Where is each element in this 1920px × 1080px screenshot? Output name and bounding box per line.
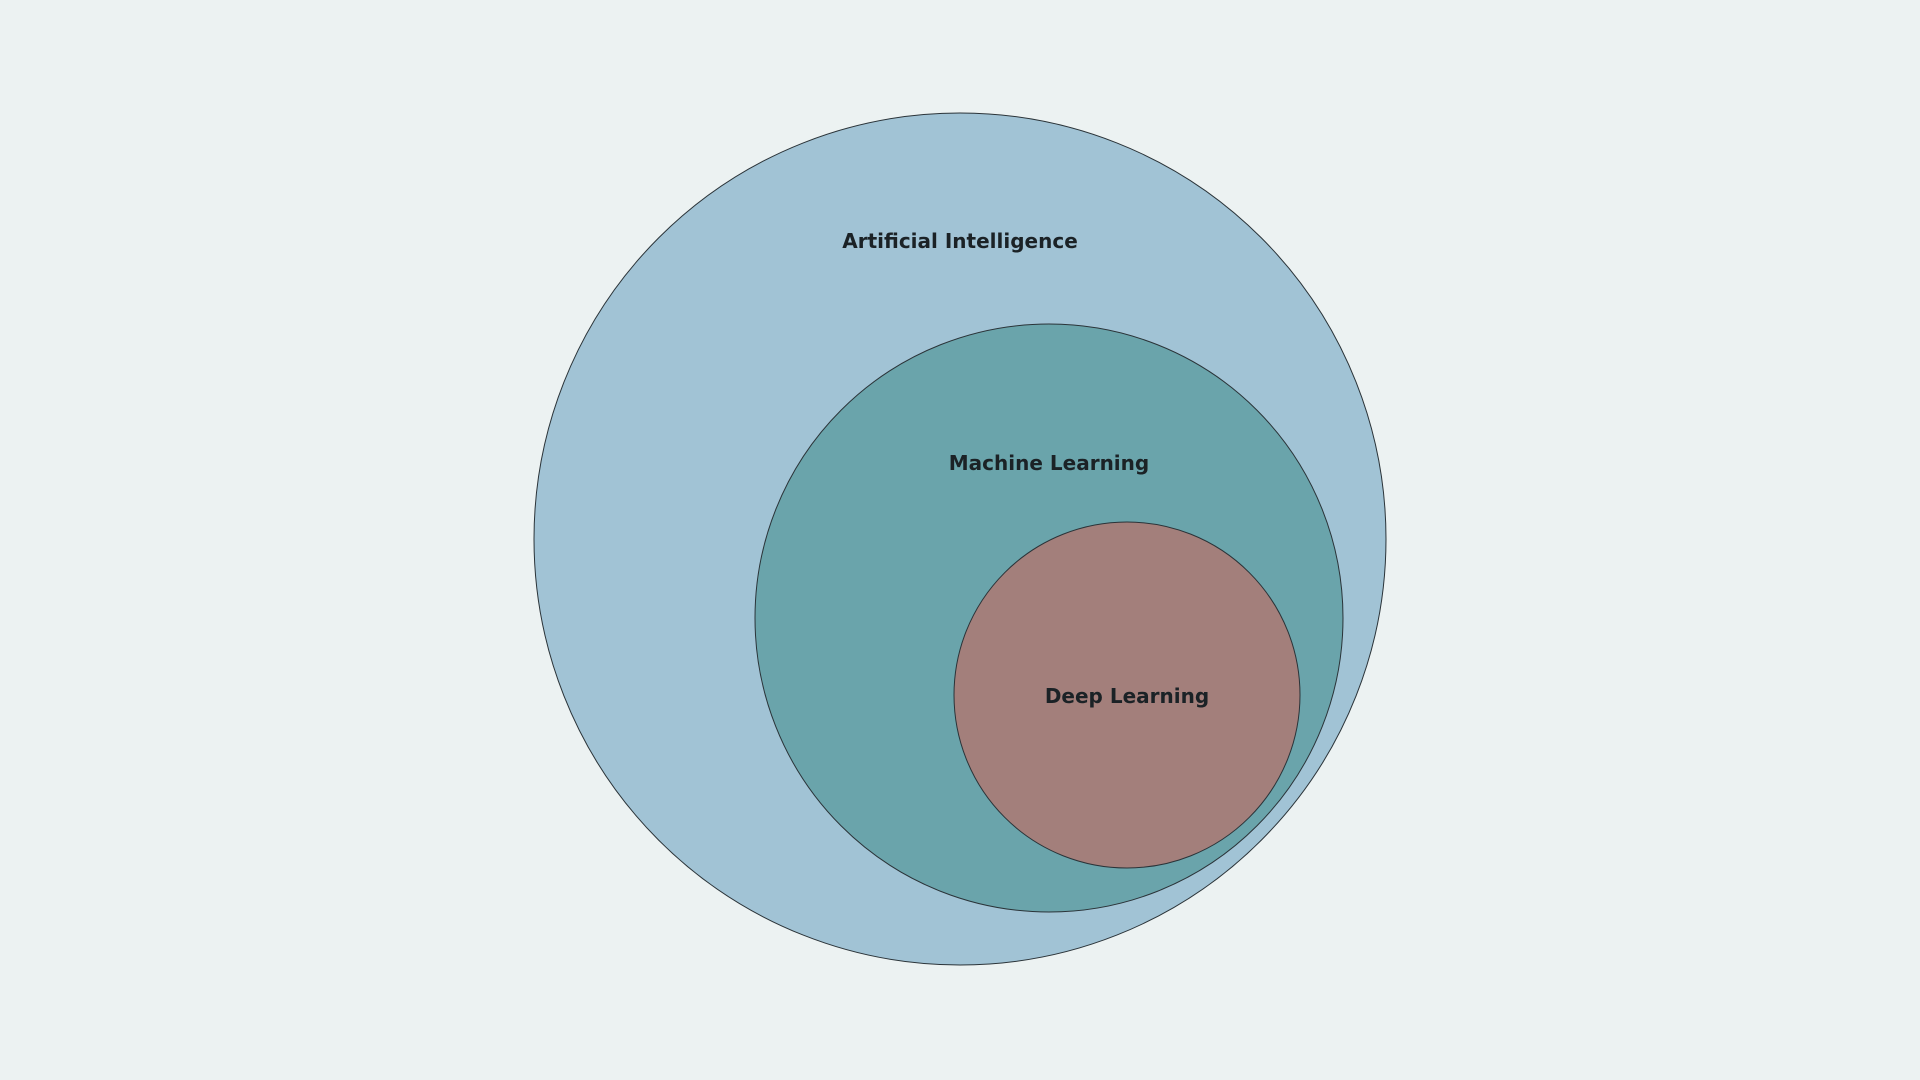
artificial-intelligence-label: Artificial Intelligence	[842, 229, 1078, 253]
deep-learning-circle	[953, 521, 1301, 869]
machine-learning-label: Machine Learning	[949, 451, 1149, 475]
deep-learning-label: Deep Learning	[1045, 684, 1209, 708]
